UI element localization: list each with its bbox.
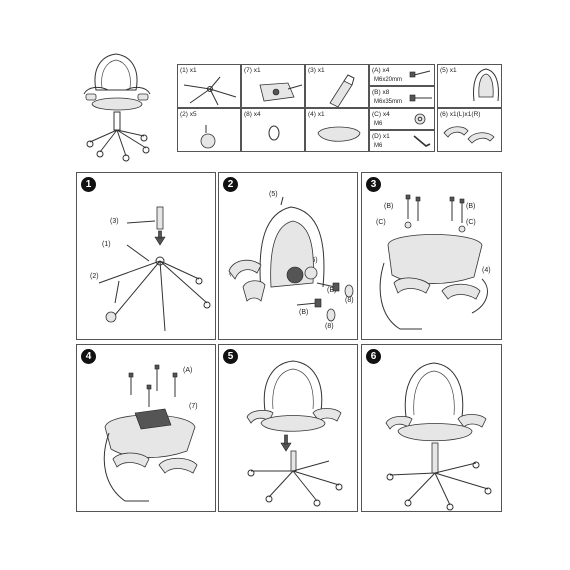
part-spec: M6 bbox=[374, 143, 383, 149]
step-6-number: 6 bbox=[366, 349, 381, 364]
part-cell-2: (7) x1 bbox=[241, 64, 305, 108]
step-1-panel: 1 (3) (1) (2) bbox=[76, 172, 216, 340]
bolt-b-icon bbox=[409, 94, 432, 102]
mechanism-icon bbox=[259, 82, 303, 102]
part-label: (B) x8 bbox=[372, 89, 390, 96]
part-cell-7: (2) x5 bbox=[177, 108, 241, 152]
step-6-panel: 6 bbox=[361, 344, 502, 512]
callout-4: (4) bbox=[482, 267, 491, 274]
part-spec: M6x20mm bbox=[374, 77, 403, 83]
callout-8-upper: (8) bbox=[345, 297, 354, 304]
callout-b-lower: (B) bbox=[299, 309, 309, 316]
step-2-illustration bbox=[228, 196, 354, 322]
part-label: (6) x1(L)x1(R) bbox=[440, 111, 481, 118]
part-spec: M6 bbox=[374, 121, 383, 127]
part-cell-9: (4) x1 bbox=[305, 108, 369, 152]
allen-key-icon bbox=[413, 135, 431, 147]
step-3-panel: 3 (B) (C) (B) (C) (4) bbox=[361, 172, 502, 340]
step-1-number: 1 bbox=[81, 177, 96, 192]
step-1-illustration bbox=[98, 206, 211, 332]
caster-icon bbox=[200, 125, 216, 149]
step-3-number: 3 bbox=[366, 177, 381, 192]
callout-b-right: (B) bbox=[466, 203, 476, 210]
callout-c-right: (C) bbox=[466, 219, 476, 226]
bolt-a-icon bbox=[409, 70, 431, 78]
step-5-panel: 5 bbox=[218, 344, 358, 512]
part-spec: M6x35mm bbox=[374, 99, 403, 105]
part-label: (C) x4 bbox=[372, 111, 390, 118]
callout-c-left: (C) bbox=[376, 219, 386, 226]
seat-icon bbox=[317, 126, 361, 142]
backrest-icon bbox=[473, 68, 499, 102]
part-label: (4) x1 bbox=[308, 111, 325, 118]
part-label: (2) x5 bbox=[180, 111, 197, 118]
washer-icon bbox=[414, 113, 426, 125]
step-6-illustration bbox=[385, 362, 492, 511]
part-label: (5) x1 bbox=[440, 67, 457, 74]
callout-7: (7) bbox=[189, 403, 198, 410]
part-cell-1: (1) x1 bbox=[177, 64, 241, 108]
part-cell-3: (3) x1 bbox=[305, 64, 369, 108]
part-label: (8) x4 bbox=[244, 111, 261, 118]
gas-cylinder-icon bbox=[329, 74, 355, 108]
part-label: (3) x1 bbox=[308, 67, 325, 74]
part-cell-11: (D) x1 M6 bbox=[369, 130, 435, 152]
part-cell-5: (B) x8 M6x35mm bbox=[369, 86, 435, 108]
armrest-icon bbox=[443, 126, 495, 144]
part-label: (D) x1 bbox=[372, 133, 390, 140]
overview-chair-illustration bbox=[83, 53, 151, 162]
step-5-illustration bbox=[246, 360, 343, 507]
part-label: (A) x4 bbox=[372, 67, 390, 74]
callout-5: (5) bbox=[269, 191, 278, 198]
step-5-number: 5 bbox=[223, 349, 238, 364]
part-cell-4: (A) x4 M6x20mm bbox=[369, 64, 435, 86]
callout-8-lower: (8) bbox=[325, 323, 334, 330]
callout-a: (A) bbox=[183, 367, 193, 374]
callout-1: (1) bbox=[102, 241, 111, 248]
part-label: (7) x1 bbox=[244, 67, 261, 74]
callout-b-left: (B) bbox=[384, 203, 394, 210]
callout-2: (2) bbox=[90, 273, 99, 280]
cap-icon bbox=[268, 125, 280, 141]
base-icon bbox=[183, 76, 237, 106]
part-cell-10: (C) x4 M6 bbox=[369, 108, 435, 130]
part-cell-8: (8) x4 bbox=[241, 108, 305, 152]
step-2-number: 2 bbox=[223, 177, 238, 192]
step-4-number: 4 bbox=[81, 349, 96, 364]
step-2-panel: 2 (5) (6) (6) (B) (B) (8) (8) bbox=[218, 172, 358, 340]
callout-3: (3) bbox=[110, 218, 119, 225]
step-4-illustration bbox=[103, 364, 198, 502]
part-cell-6: (5) x1 bbox=[437, 64, 502, 108]
callout-b-upper: (B) bbox=[327, 287, 337, 294]
step-4-panel: 4 (A) (7) bbox=[76, 344, 216, 512]
part-cell-12: (6) x1(L)x1(R) bbox=[437, 108, 502, 152]
part-label: (1) x1 bbox=[180, 67, 197, 74]
step-3-illustration bbox=[379, 194, 488, 330]
